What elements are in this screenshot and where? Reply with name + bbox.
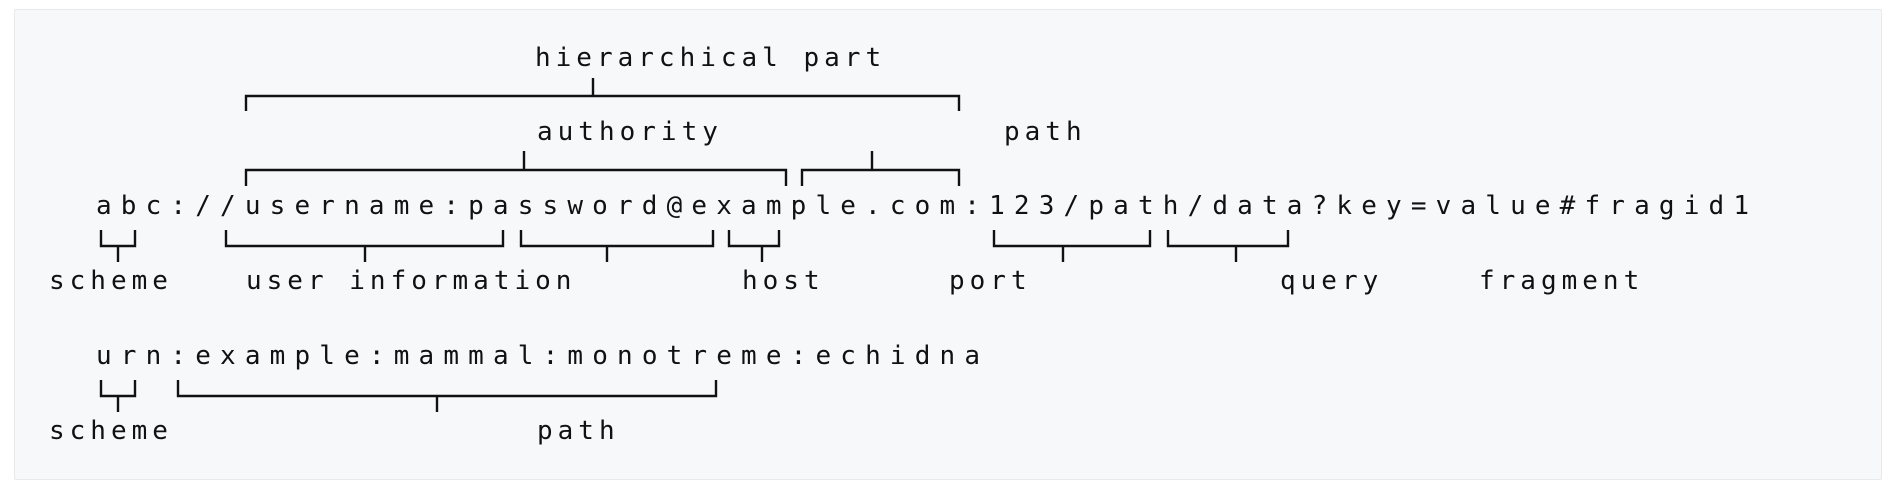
label-path-top: path (1004, 117, 1087, 147)
bracket-query (1166, 230, 1290, 262)
label-host: host (742, 266, 825, 296)
bracket-scheme (99, 230, 137, 262)
label-query: query (1280, 266, 1383, 296)
bracket-user-information-right (519, 230, 715, 262)
bracket-port (992, 230, 1152, 262)
label-fragment: fragment (1479, 266, 1644, 296)
bracket-path-top (800, 151, 961, 186)
urn-example-text: urn:example:mammal:monotreme:echidna (96, 341, 985, 371)
bracket-urn-scheme (99, 380, 137, 412)
bracket-host (727, 230, 781, 262)
bracket-authority (244, 151, 788, 186)
bracket-urn-path (176, 380, 718, 412)
label-authority: authority (537, 117, 723, 147)
label-urn-path: path (537, 416, 620, 446)
label-user-information: user information (246, 266, 576, 296)
label-port: port (949, 266, 1032, 296)
label-hierarchical-part: hierarchical part (535, 43, 886, 73)
uri-example-text: abc://username:password@example.com:123/… (96, 191, 1754, 221)
diagram-panel (14, 9, 1882, 480)
label-urn-scheme: scheme (49, 416, 173, 446)
bracket-hierarchical-part (244, 78, 961, 111)
bracket-user-information-left (224, 230, 505, 262)
label-scheme: scheme (49, 266, 173, 296)
